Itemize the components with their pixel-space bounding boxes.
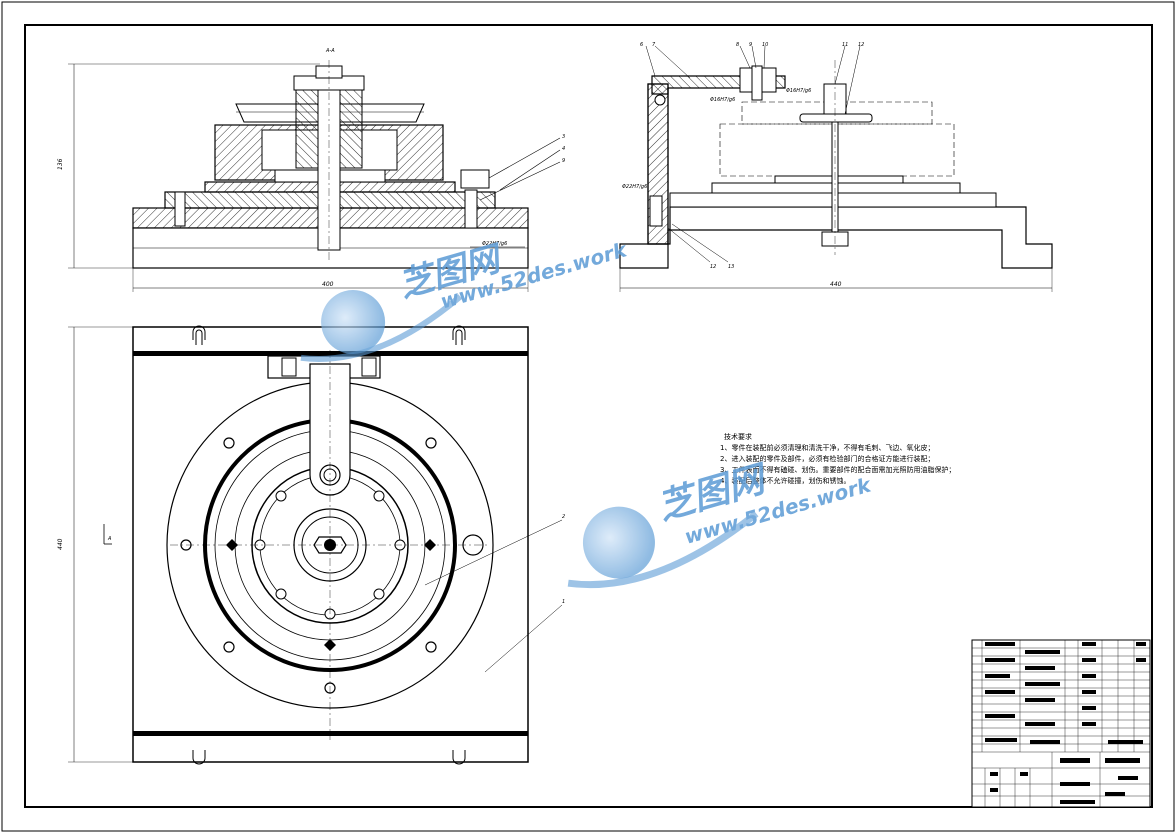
svg-text:7: 7 xyxy=(652,42,656,48)
plan-view: 2 1 A 440 xyxy=(57,325,565,765)
svg-text:12: 12 xyxy=(710,264,716,270)
tech-req-title: 技术要求 xyxy=(724,432,752,441)
section-label: A-A xyxy=(325,48,335,54)
svg-text:3: 3 xyxy=(562,134,565,140)
svg-text:11: 11 xyxy=(842,42,848,48)
svg-text:6: 6 xyxy=(640,42,643,48)
side-view: 6 7 8 9 10 11 12 Φ22H7/g6 Φ16H7/g6 Φ16H7… xyxy=(619,42,1053,292)
inner-border xyxy=(24,24,1153,808)
title-block xyxy=(971,639,1151,808)
svg-text:3、工件表面不得有磕碰、划伤。重要部件的配合面需加光照防用油: 3、工件表面不得有磕碰、划伤。重要部件的配合面需加光照防用油脂保护； xyxy=(720,465,955,474)
svg-text:2: 2 xyxy=(562,514,565,520)
svg-text:9: 9 xyxy=(749,42,752,48)
svg-text:Φ22H7/g6: Φ22H7/g6 xyxy=(622,184,647,190)
svg-text:Φ16H7/g6: Φ16H7/g6 xyxy=(710,97,735,103)
svg-text:4、装配后整体不允许碰撞，划伤和锈蚀。: 4、装配后整体不允许碰撞，划伤和锈蚀。 xyxy=(720,476,850,485)
technical-requirements: 技术要求 1、零件在装配前必须清理和清洗干净，不得有毛刺、飞边、氧化皮； 2、进… xyxy=(720,432,955,485)
plan-dim-height: 440 xyxy=(57,538,64,550)
svg-text:8: 8 xyxy=(736,42,739,48)
svg-text:2、进入装配的零件及部件，必须有检验部门的合格证方能进行装配: 2、进入装配的零件及部件，必须有检验部门的合格证方能进行装配； xyxy=(720,454,934,463)
svg-text:1: 1 xyxy=(562,599,565,605)
section-view: A-A 3 4 9 Φ22H7/g6 xyxy=(57,48,565,292)
svg-text:12: 12 xyxy=(858,42,864,48)
svg-text:Φ16H7/g6: Φ16H7/g6 xyxy=(786,88,811,94)
svg-text:1、零件在装配前必须清理和清洗干净，不得有毛刺、飞边、氧化皮: 1、零件在装配前必须清理和清洗干净，不得有毛刺、飞边、氧化皮； xyxy=(720,443,934,452)
section-mark: A xyxy=(107,536,112,542)
svg-text:9: 9 xyxy=(562,158,565,164)
dim-height: 136 xyxy=(57,158,64,170)
dim-width: 400 xyxy=(322,281,334,288)
svg-text:4: 4 xyxy=(562,146,565,152)
svg-text:13: 13 xyxy=(728,264,734,270)
svg-text:10: 10 xyxy=(762,42,768,48)
svg-text:Φ22H7/g6: Φ22H7/g6 xyxy=(482,241,507,247)
side-dim-width: 440 xyxy=(830,281,842,288)
